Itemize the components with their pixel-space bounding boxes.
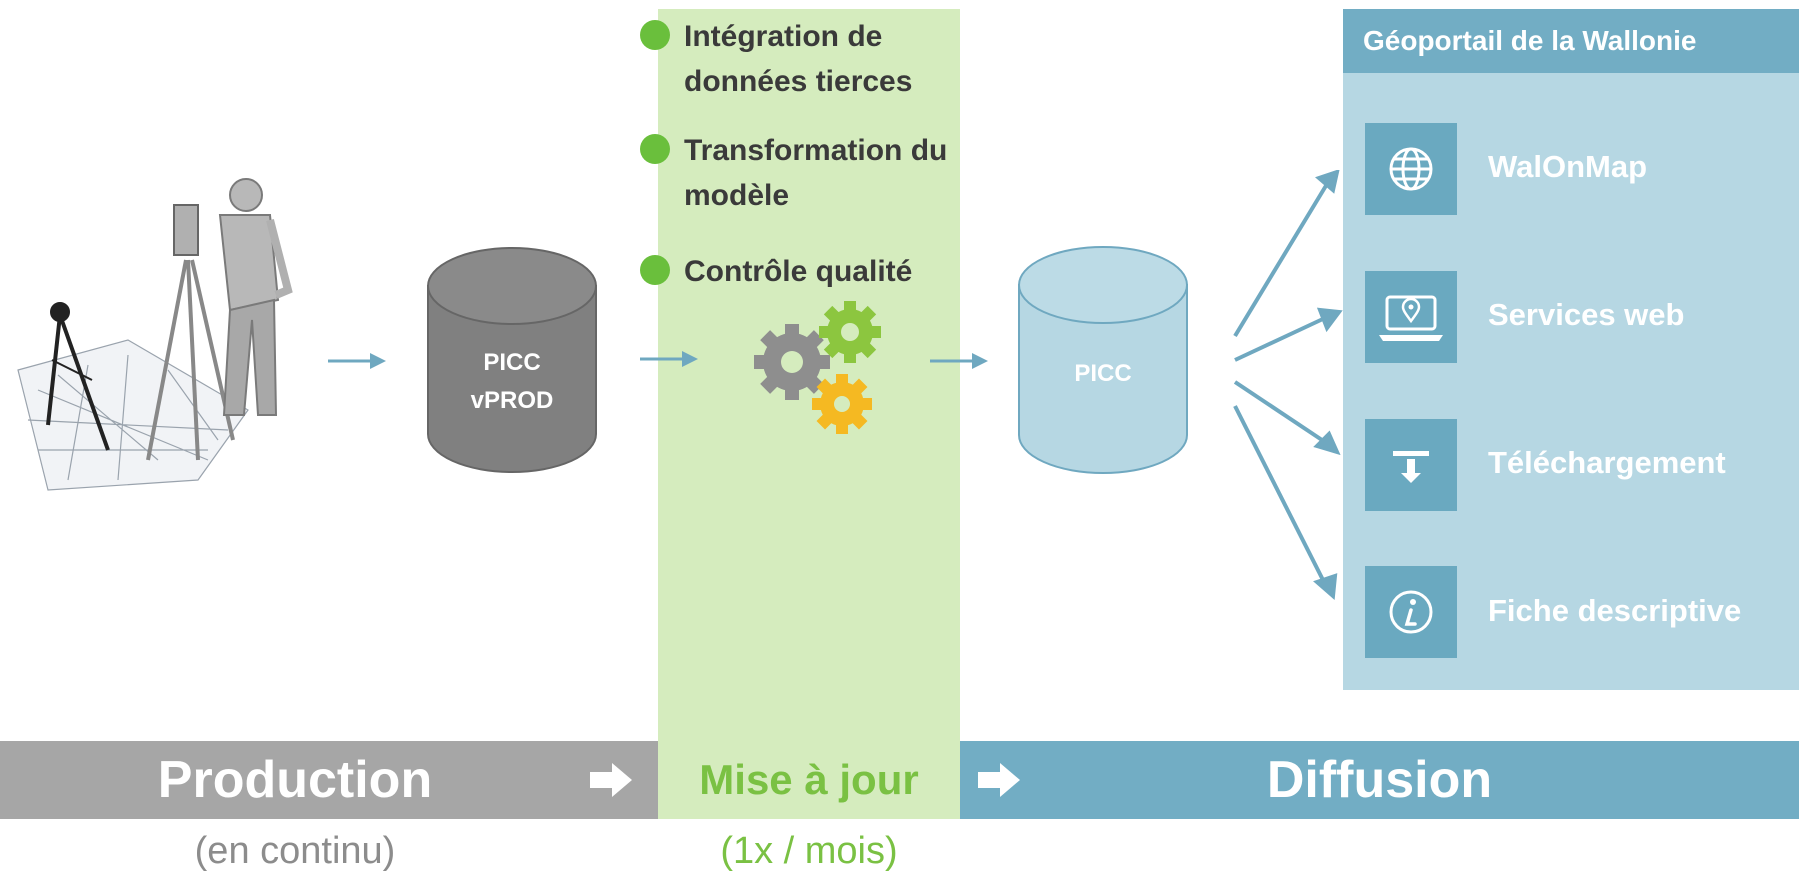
- step-label: Transformation du modèle: [684, 134, 948, 212]
- arrow-right-icon: [590, 763, 632, 797]
- production-bar: Production: [0, 741, 658, 819]
- flow-arrow-3: [930, 353, 988, 369]
- metadata-sheet-button[interactable]: [1365, 566, 1457, 658]
- yellow-gear: [812, 374, 872, 434]
- walonmap-button[interactable]: [1365, 123, 1457, 215]
- db-picc-vprod: PICC vPROD: [426, 246, 598, 474]
- phase-update-label: Mise à jour: [699, 756, 919, 803]
- arrow-right-icon: [978, 763, 1020, 797]
- service-label-metadata[interactable]: Fiche descriptive: [1488, 593, 1742, 628]
- update-phase-band: [658, 9, 960, 819]
- step-quality-control: Contrôle qualité: [640, 249, 954, 294]
- geoportal-title: Géoportail de la Wallonie: [1363, 25, 1697, 56]
- db-picc: PICC: [1017, 245, 1189, 475]
- phase-production-label: Production: [157, 751, 433, 809]
- cadastral-map-sketch: [17, 339, 249, 491]
- gears-icon: [754, 301, 881, 434]
- download-button[interactable]: [1365, 419, 1457, 511]
- download-icon: [1393, 451, 1429, 483]
- grey-gear: [754, 324, 830, 400]
- web-services-button[interactable]: [1365, 271, 1457, 363]
- db-label-line1: PICC: [483, 349, 541, 376]
- flow-arrow-1: [328, 353, 386, 369]
- production-frequency: (en continu): [194, 830, 396, 872]
- geoportal-header: Géoportail de la Wallonie: [1343, 9, 1799, 73]
- step-model-transformation: Transformation du modèle: [640, 128, 954, 218]
- green-bullet: [640, 255, 670, 285]
- service-label-web[interactable]: Services web: [1488, 297, 1685, 332]
- green-gear: [819, 301, 881, 363]
- surveyor-figure: [218, 178, 293, 416]
- flow-arrow-2: [640, 351, 698, 367]
- surveyor-illustration: [17, 178, 293, 491]
- green-bullet: [640, 20, 670, 50]
- update-frequency: (1x / mois): [720, 830, 898, 872]
- info-icon: [1389, 590, 1433, 634]
- geoportal-panel: Géoportail de la Wallonie WalOnMap Servi…: [1343, 9, 1799, 690]
- distribution-arrows: [1233, 170, 1343, 601]
- db-label: PICC: [1074, 360, 1132, 387]
- service-label-download[interactable]: Téléchargement: [1488, 445, 1726, 480]
- step-third-party-integration: Intégration de données tierces: [640, 14, 954, 104]
- service-label-walonmap[interactable]: WalOnMap: [1488, 149, 1648, 184]
- globe-icon: [1389, 147, 1433, 191]
- green-bullet: [640, 134, 670, 164]
- step-label: Contrôle qualité: [684, 255, 913, 288]
- compass-tool: [46, 302, 110, 451]
- phase-diffusion-label: Diffusion: [1266, 751, 1493, 809]
- update-bar: Mise à jour: [658, 741, 960, 819]
- laptop-pin-icon: [1379, 295, 1443, 341]
- step-label: Intégration de données tierces: [684, 20, 913, 98]
- db-label-line2: vPROD: [470, 387, 554, 414]
- diffusion-bar: Diffusion: [960, 741, 1799, 819]
